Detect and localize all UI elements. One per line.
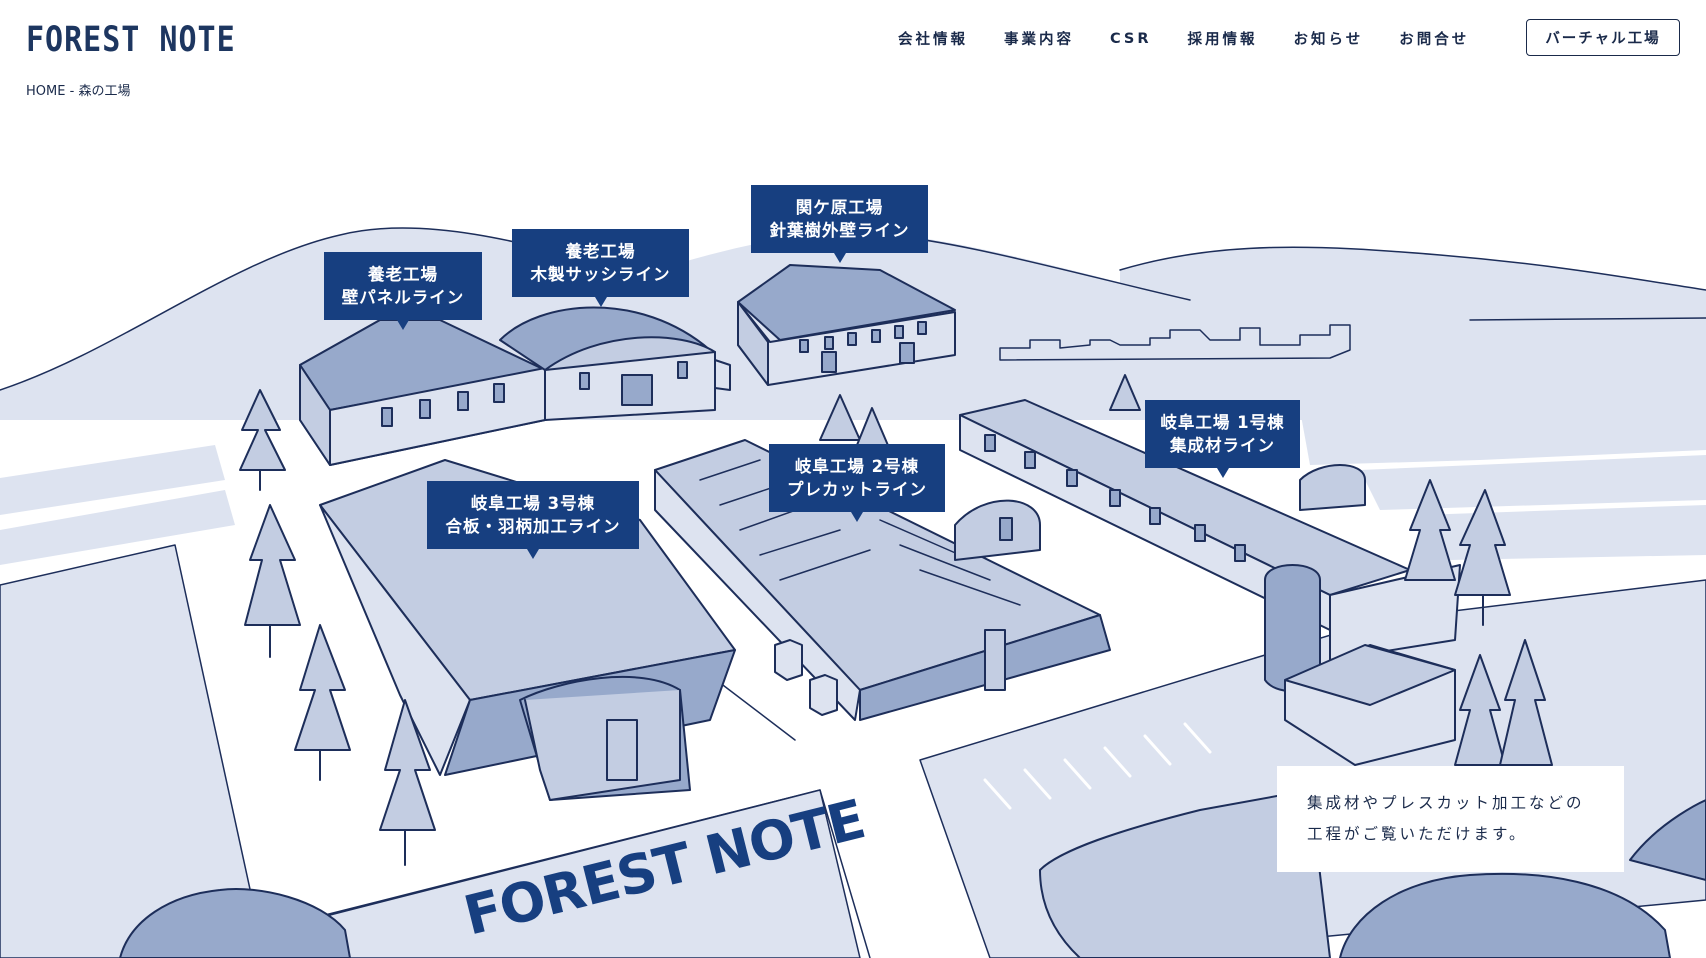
label-yoro-wall-panel[interactable]: 養老工場 壁パネルライン [324,252,482,330]
label-gifu-2-line1: 岐阜工場 2号棟 [794,457,920,476]
label-sekigahara-line1: 関ケ原工場 [795,198,884,217]
label-gifu-3[interactable]: 岐阜工場 3号棟 合板・羽柄加工ライン [427,481,639,559]
main-nav: 会社情報 事業内容 CSR 採用情報 お知らせ お問合せ [898,28,1505,49]
crates [774,639,838,716]
nav-news[interactable]: お知らせ [1293,32,1364,48]
info-box-line1: 集成材やプレスカット加工などの [1307,794,1585,812]
label-yoro-sash-line1: 養老工場 [565,242,636,261]
label-sekigahara[interactable]: 関ケ原工場 針葉樹外壁ライン [751,185,928,263]
site-logo[interactable]: FOREST NOTE [26,20,236,61]
building-yoro-wall-panel [299,319,546,466]
nav-csr[interactable]: CSR [1110,30,1152,47]
virtual-factory-button[interactable]: バーチャル工場 [1526,19,1680,56]
breadcrumb: HOME - 森の工場 [26,80,130,99]
building-sekigahara [737,264,956,386]
bush-right [1339,872,1671,958]
label-yoro-wall-panel-line2: 壁パネルライン [341,288,465,307]
field-left-big [0,544,266,958]
building-gifu-2 [654,439,1111,721]
building-yoro-sash [499,306,731,421]
label-gifu-1-line1: 岐阜工場 1号棟 [1160,413,1285,432]
bush-left [119,888,351,958]
nav-contact[interactable]: お問合せ [1399,32,1470,48]
building-gifu-1 [959,399,1461,766]
label-gifu-1[interactable]: 岐阜工場 1号棟 集成材ライン [1145,400,1300,478]
distant-town [999,324,1351,361]
label-yoro-sash-line2: 木製サッシライン [530,265,671,284]
breadcrumb-home-link[interactable]: HOME [26,84,66,99]
mountain-right [1120,247,1706,420]
nav-company-info[interactable]: 会社情報 [898,32,968,48]
crop-field [1039,789,1331,958]
info-box-line2: 工程がご覧いただけます。 [1307,825,1528,843]
label-gifu-2[interactable]: 岐阜工場 2号棟 プレカットライン [769,444,945,522]
field-left-strip [0,445,225,515]
trees [239,374,1553,866]
label-gifu-3-line2: 合板・羽柄加工ライン [445,517,621,536]
nav-recruit[interactable]: 採用情報 [1187,32,1258,48]
field-right [1300,400,1706,465]
label-gifu-1-line2: 集成材ライン [1170,436,1275,455]
shed-small [954,499,1041,561]
label-yoro-wall-panel-line1: 養老工場 [368,265,438,284]
shed-small-2 [1299,464,1366,511]
label-yoro-sash[interactable]: 養老工場 木製サッシライン [512,229,689,307]
label-sekigahara-line2: 針葉樹外壁ライン [769,221,910,240]
label-gifu-2-line2: プレカットライン [787,480,927,499]
info-box: 集成材やプレスカット加工などの 工程がご覧いただけます。 [1277,766,1624,872]
breadcrumb-separator: - [69,84,75,99]
breadcrumb-current: 森の工場 [78,84,131,99]
nav-business[interactable]: 事業内容 [1004,32,1074,48]
label-gifu-3-line1: 岐阜工場 3号棟 [470,494,596,513]
